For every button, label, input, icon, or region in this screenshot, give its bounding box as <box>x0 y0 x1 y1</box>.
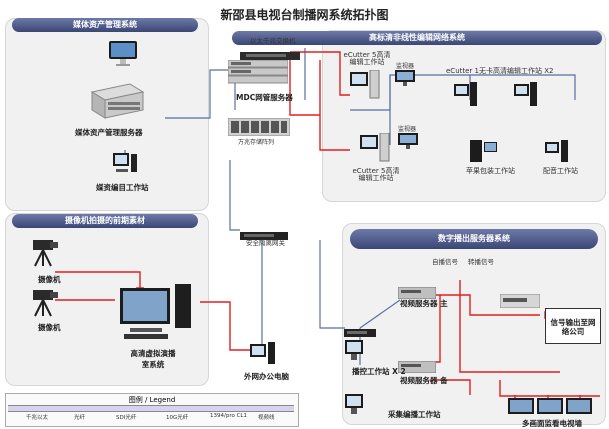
camera-icon-b <box>30 288 60 318</box>
multiview-label: 多画面监看电视墙 <box>522 419 582 428</box>
video-server-backup-label: 视频服务器 备 <box>400 376 448 385</box>
hd-edit-header: 高标清非线性编辑网络系统 <box>232 31 602 45</box>
legend-item: SDI光纤 <box>116 415 137 421</box>
virtual-studio-label: 高清虚拟演播室系统 <box>130 349 176 369</box>
diagram-title: 新邵县电视台制播网系统拓扑图 <box>220 8 389 22</box>
gigabit-switch-label: 以太千兆交换机 <box>250 37 296 45</box>
router-icon <box>499 293 541 309</box>
legend-item: 光纤 <box>74 415 86 421</box>
control-ws-label: 播控工作站 X 2 <box>352 367 406 376</box>
office-pc-label: 外网办公电脑 <box>244 372 289 381</box>
monitor-b-label: 监视器 <box>398 126 417 133</box>
capture-ws-label: 采集编播工作站 <box>388 410 441 419</box>
desktop-pc-b-icon <box>514 82 538 110</box>
pack-ws-label: 苹果包装工作站 <box>466 167 515 175</box>
playout-header: 数字播出服务器系统 <box>350 229 598 249</box>
monitor-b-icon <box>398 133 418 149</box>
gateway-icon <box>240 226 288 240</box>
monitor-label: 监视器 <box>396 63 415 70</box>
switch-icon <box>344 322 376 337</box>
dub-ws-label: 配音工作站 <box>543 167 578 175</box>
output-box <box>545 308 601 344</box>
relay-signal-label: 转播信号 <box>468 258 494 266</box>
edit-workstation-b-icon <box>360 132 390 165</box>
camera-a-label: 摄像机 <box>38 275 61 284</box>
ecutter5-b-label: eCutter 5高清编辑工作站 <box>352 167 400 182</box>
security-gateway-label: 安全隔离网关 <box>246 239 285 247</box>
media-edit-ws-label: 媒资编目工作站 <box>96 183 149 192</box>
video-server-main-label: 视频服务器 主 <box>400 299 448 308</box>
mdc-server-label: MDC网管服务器 <box>236 93 293 102</box>
storage-array-icon <box>227 117 291 137</box>
video-server-main-icon <box>397 284 437 300</box>
camera-b-label: 摄像机 <box>38 323 61 332</box>
workstation-icon <box>112 152 138 176</box>
desktop-pc-icon <box>454 82 478 110</box>
edit-workstation-icon <box>350 69 380 102</box>
legend-title: 图例 / Legend <box>128 396 176 404</box>
self-signal-label: 自播信号 <box>432 258 458 266</box>
network-company-label: 信号输出至网络公司 <box>550 318 596 336</box>
media-asset-header: 媒体资产管理系统 <box>12 18 198 32</box>
gigabit-switch-icon <box>240 46 300 60</box>
camera-panel-header: 摄像机拍摄的前期素材 <box>12 214 198 228</box>
legend-item: 千兆以太 <box>26 415 49 421</box>
rack-server-icon <box>90 80 145 122</box>
hd-edit-panel <box>322 30 606 202</box>
media-asset-server-label: 媒体资产管理服务器 <box>75 128 143 137</box>
mdc-server-icon <box>227 59 289 90</box>
monitor-icon <box>395 70 415 86</box>
legend-item: 1394/pro CL1 <box>210 413 247 419</box>
imac-icon <box>108 40 138 66</box>
virtual-studio-icon <box>120 284 192 340</box>
legend-item: 10G光纤 <box>166 415 189 421</box>
legend: 图例 / Legend 千兆以太 光纤 SDI光纤 10G光纤 1394/pro… <box>5 393 299 427</box>
legend-item: 视频线 <box>258 415 275 421</box>
mac-pro-icon <box>470 140 498 164</box>
legend-bar <box>8 405 294 412</box>
ecutter5-a-label: eCutter 5高清编辑工作站 <box>343 51 391 66</box>
multiview-icon <box>508 398 592 416</box>
capture-ws-icon <box>345 394 369 416</box>
storage-array-label: 万兆存储阵列 <box>238 139 275 146</box>
control-ws-icon <box>345 340 369 362</box>
ecutter1-label: eCutter 1无卡高清编辑工作站 X2 <box>446 67 554 75</box>
camera-icon-a <box>30 238 60 268</box>
office-pc-icon <box>250 342 276 368</box>
dub-ws-icon <box>545 140 569 164</box>
